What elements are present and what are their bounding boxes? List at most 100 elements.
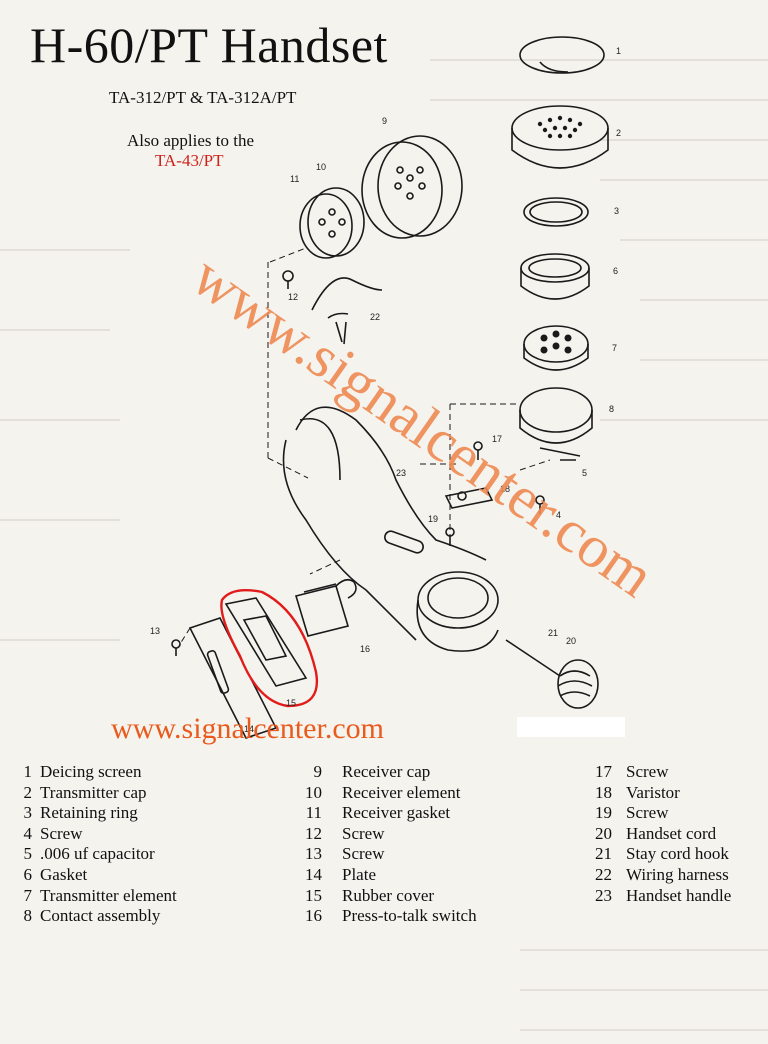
part-press-to-talk-switch: [294, 578, 357, 637]
legend-label: Screw: [626, 762, 669, 781]
legend-number: 9: [313, 762, 323, 781]
legend-label: Contact assembly: [40, 906, 161, 926]
exploded-diagram: 1 2 3 6 7 8 9 10 11 12 22 17 18 5 4 19 2…: [150, 36, 621, 739]
legend-label: Retaining ring: [40, 803, 138, 823]
callout-18: 18: [500, 484, 510, 494]
part-transmitter-element: [523, 325, 589, 371]
legend-number: 12: [305, 823, 322, 843]
legend-label: Gasket: [40, 864, 88, 884]
page-title: H-60/PT Handset: [30, 17, 388, 73]
callout-10: 10: [316, 162, 326, 172]
part-wiring-harness: [311, 277, 383, 345]
callout-14: 14: [244, 724, 254, 734]
part-contact-assembly: [519, 387, 593, 461]
legend-label: Receiver gasket: [342, 803, 451, 823]
legend-item: 11 Receiver gasket: [296, 803, 477, 824]
legend-number: 4: [23, 823, 33, 843]
legend-item: 8 Contact assembly: [10, 906, 177, 927]
legend-label: Screw: [40, 823, 83, 843]
legend-number: 22: [595, 864, 612, 884]
legend-label: Wiring harness: [626, 864, 729, 884]
legend-number: 8: [23, 906, 33, 926]
callout-22: 22: [370, 312, 380, 322]
part-plate: [188, 617, 278, 739]
legend-number: 15: [305, 885, 322, 905]
legend-label: Handset cord: [626, 823, 717, 843]
model-subtitle: TA-312/PT & TA-312A/PT: [109, 88, 297, 107]
blank-box: [517, 717, 625, 737]
legend-label: Handset handle: [626, 885, 732, 905]
legend-item: 1 Deicing screen: [10, 762, 177, 783]
callout-16: 16: [360, 644, 370, 654]
legend-number: 5: [23, 844, 33, 864]
highlight-loop: [220, 589, 319, 708]
part-rubber-cover: [224, 597, 308, 687]
legend-label: Screw: [626, 803, 669, 823]
callout-7: 7: [612, 343, 617, 353]
legend-label: Stay cord hook: [626, 844, 729, 864]
legend-item: 17 Screw: [586, 762, 731, 783]
legend-item: 4 Screw: [10, 824, 177, 845]
legend-number: 7: [23, 885, 33, 905]
legend-label: Screw: [342, 844, 385, 864]
legend-number: 20: [595, 823, 612, 843]
legend-number: 2: [23, 782, 33, 802]
legend-number: 1: [23, 762, 33, 781]
also-applies-text: Also applies to the: [127, 131, 255, 150]
legend-number: 21: [595, 844, 612, 864]
legend-number: 16: [305, 906, 322, 926]
callout-3: 3: [614, 206, 619, 216]
legend-item: 3 Retaining ring: [10, 803, 177, 824]
website-link[interactable]: www.signalcenter.com: [111, 712, 384, 745]
legend-item: 23 Handset handle: [586, 886, 731, 907]
callout-19: 19: [428, 514, 438, 524]
legend-label: Receiver element: [342, 782, 461, 802]
legend-item: 22 Wiring harness: [586, 865, 731, 886]
callout-13: 13: [150, 626, 160, 636]
legend-label: Press-to-talk switch: [342, 906, 477, 926]
part-screw-12: [282, 270, 294, 289]
callout-12: 12: [288, 292, 298, 302]
legend-number: 19: [595, 803, 612, 823]
legend-label: Rubber cover: [342, 885, 435, 905]
legend-number: 18: [595, 782, 612, 802]
legend-item: 16 Press-to-talk switch: [296, 906, 477, 927]
callout-17: 17: [492, 434, 502, 444]
part-screw-13: [171, 639, 181, 656]
callout-2: 2: [616, 128, 621, 138]
part-receiver-element: [299, 187, 365, 259]
legend-number: 14: [305, 864, 322, 884]
legend-item: 12 Screw: [296, 824, 477, 845]
legend-number: 10: [305, 782, 322, 802]
legend-number: 11: [305, 803, 322, 823]
legend-label: .006 uf capacitor: [40, 844, 155, 864]
part-deicing-screen: [519, 36, 605, 74]
callout-9: 9: [382, 116, 387, 126]
part-handset-handle: [282, 406, 499, 652]
legend-label: Screw: [342, 823, 385, 843]
legend-number: 17: [595, 762, 612, 781]
legend-number: 3: [23, 803, 33, 823]
callout-20: 20: [566, 636, 576, 646]
callout-6: 6: [613, 266, 618, 276]
part-screw-17: [473, 441, 483, 460]
legend-label: Deicing screen: [40, 762, 142, 781]
legend-number: 23: [595, 885, 612, 905]
part-transmitter-cap: [511, 105, 609, 169]
callout-5: 5: [582, 468, 587, 478]
part-handset-cord: [505, 639, 599, 709]
legend-item: 19 Screw: [586, 803, 731, 824]
callout-15: 15: [286, 698, 296, 708]
legend-item: 10 Receiver element: [296, 783, 477, 804]
legend-item: 5 .006 uf capacitor: [10, 844, 177, 865]
also-applies-model: TA-43/PT: [155, 151, 224, 170]
